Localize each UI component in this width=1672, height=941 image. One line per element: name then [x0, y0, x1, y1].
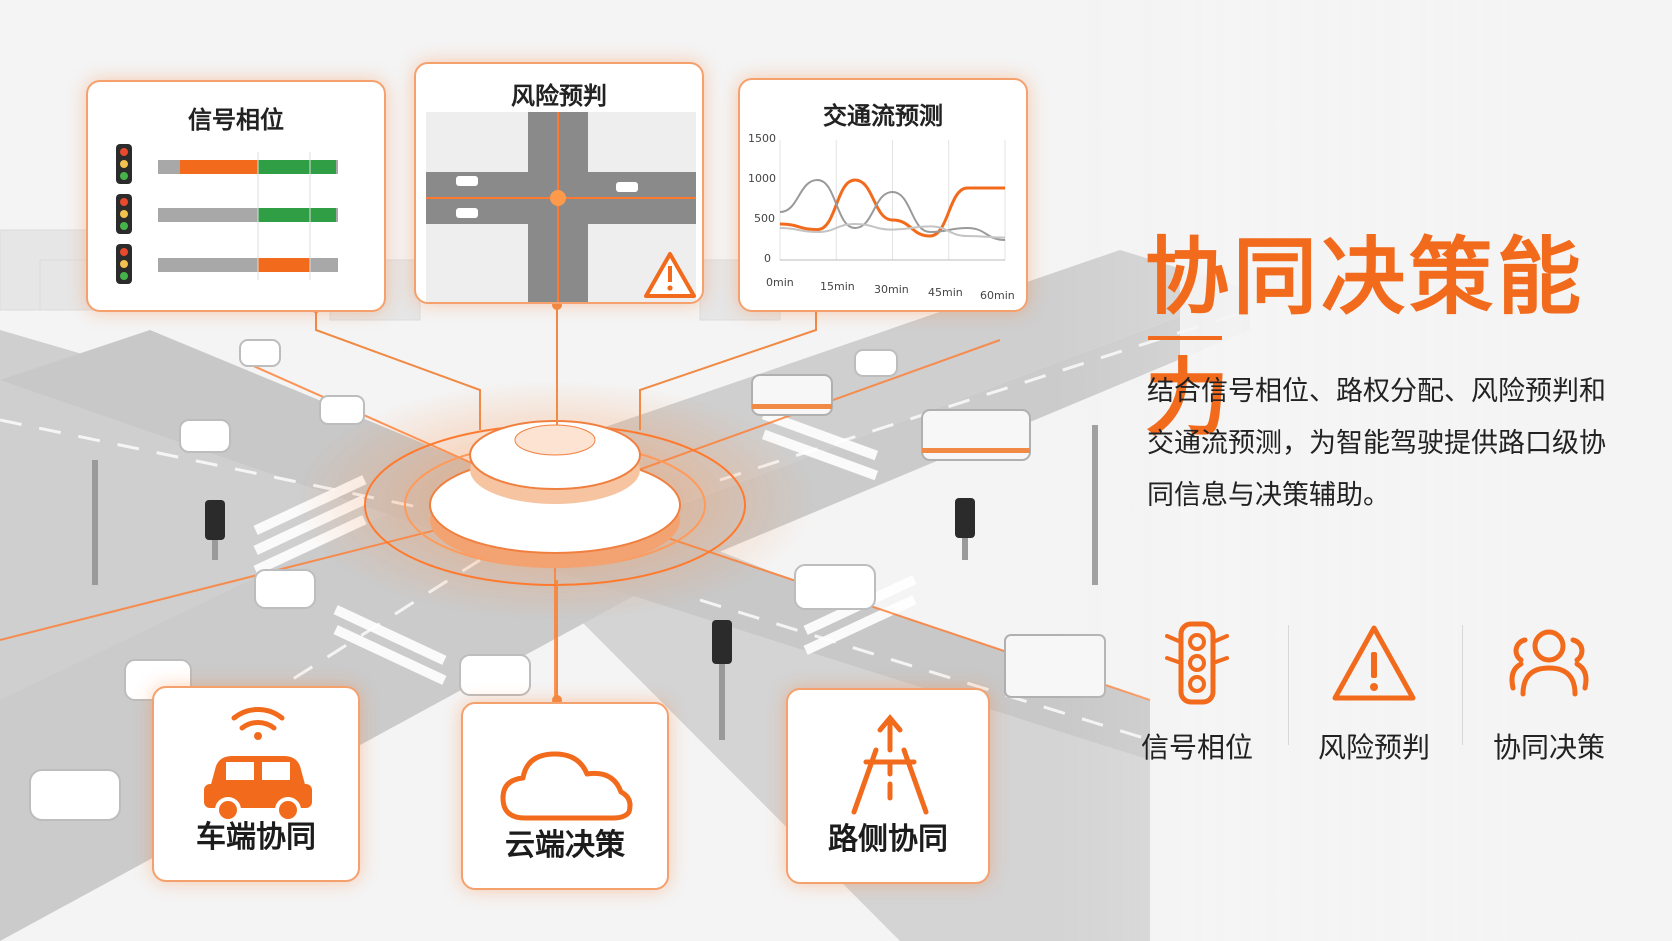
users-icon [1509, 629, 1589, 697]
y-tick: 0 [764, 252, 771, 265]
car-wifi-icon [204, 707, 312, 820]
x-tick: 0min [766, 276, 794, 289]
x-tick: 15min [820, 280, 855, 293]
traffic-flow-title: 交通流预测 [823, 102, 943, 130]
traffic-flow-chart [779, 140, 1006, 261]
x-tick: 30min [874, 283, 909, 296]
title-divider [1148, 336, 1222, 340]
series-line [779, 178, 1006, 241]
divider [1462, 625, 1463, 745]
page-title: 协同决策能力 [1145, 228, 1586, 447]
series-line [779, 178, 1005, 238]
feature-collab-label: 协同决策 [1492, 731, 1605, 764]
roadside-collab-card: 路侧协同 [786, 688, 990, 884]
feature-risk: 风险预判 [1289, 618, 1459, 766]
x-tick: 60min [980, 289, 1015, 302]
roadside-collab-label: 路侧协同 [828, 822, 948, 857]
signal-phase-card: 信号相位 [86, 80, 386, 312]
traffic-light-icon [1165, 621, 1229, 705]
series-line [779, 222, 1006, 239]
signal-phase-bars [116, 144, 338, 284]
traffic-flow-card: 交通流预测 1500 1000 500 0 0min 15min 30min 4… [738, 78, 1028, 312]
signal-phase-title: 信号相位 [188, 106, 284, 134]
cloud-decision-label: 云端决策 [505, 828, 625, 863]
risk-card: 风险预判 [414, 62, 704, 304]
warning-icon [644, 252, 696, 298]
y-tick: 1500 [748, 132, 776, 145]
y-tick: 1000 [748, 172, 776, 185]
feature-risk-label: 风险预判 [1317, 731, 1430, 764]
risk-intersection-map [426, 112, 696, 302]
feature-collab: 协同决策 [1464, 618, 1634, 766]
x-tick: 45min [928, 286, 963, 299]
warning-icon [1332, 625, 1416, 701]
vehicle-collab-label: 车端协同 [196, 820, 316, 855]
feature-signal-phase: 信号相位 [1112, 618, 1282, 766]
cloud-decision-card: 云端决策 [461, 702, 669, 890]
y-tick: 500 [754, 212, 775, 225]
cloud-icon [500, 751, 633, 821]
description: 结合信号相位、路权分配、风险预判和交通流预测，为智能驾驶提供路口级协同信息与决策… [1147, 376, 1606, 511]
road-icon [851, 714, 929, 815]
divider [1288, 625, 1289, 745]
feature-signal-phase-label: 信号相位 [1140, 731, 1253, 764]
risk-title: 风险预判 [511, 82, 607, 110]
vehicle-collab-card: 车端协同 [152, 686, 360, 882]
